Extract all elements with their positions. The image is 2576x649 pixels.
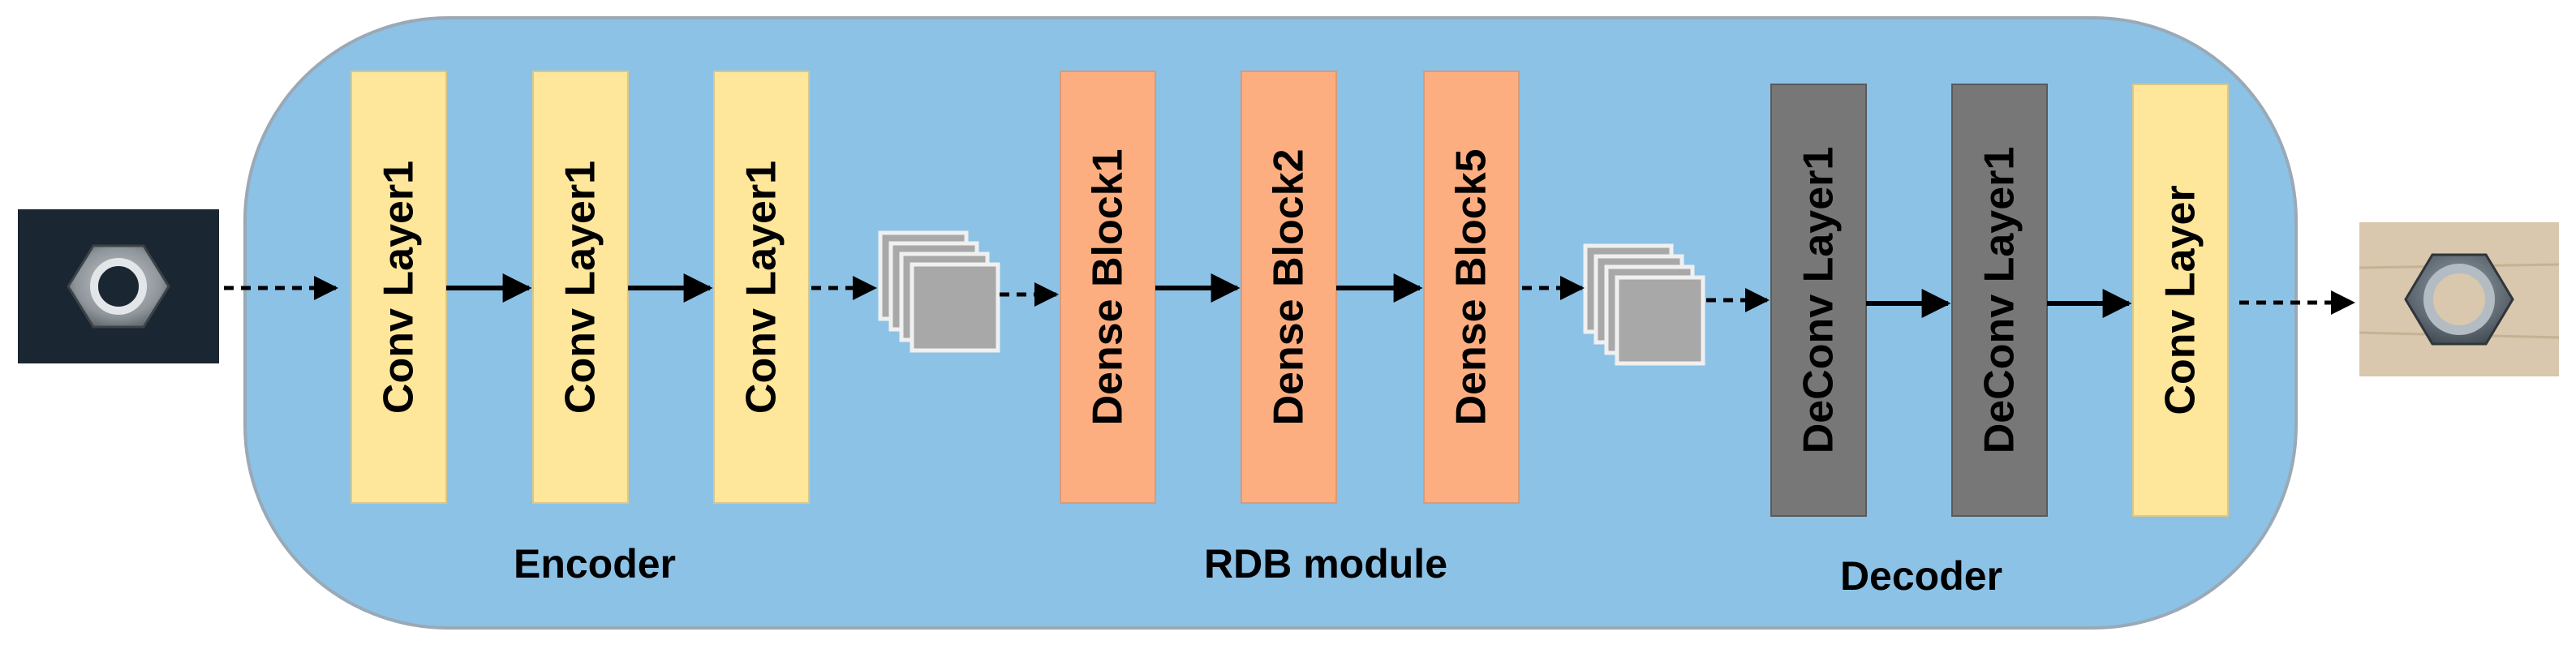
dense-block-2: Dense Block2 (1241, 71, 1337, 504)
conv-layer-1-block: Conv Layer1 (350, 71, 447, 504)
dense-block-1: Dense Block1 (1060, 71, 1156, 504)
deconv-layer-1-label: DeConv Layer1 (1795, 147, 1843, 454)
hex-nut-wood-icon (2404, 253, 2514, 346)
conv-layer-3-block: Conv Layer1 (713, 71, 810, 504)
rdb-module-label: RDB module (1204, 541, 1447, 587)
feature-map-stack-icon (878, 230, 1000, 353)
conv-output-label: Conv Layer (2157, 185, 2204, 415)
dense-block-1-label: Dense Block1 (1085, 148, 1132, 425)
solid-arrows (446, 273, 2132, 318)
deconv-layer-2-label: DeConv Layer1 (1976, 147, 2023, 454)
deconv-layer-1-block: DeConv Layer1 (1770, 84, 1867, 517)
dashed-arrows (224, 276, 2355, 315)
encoder-label: Encoder (514, 541, 676, 587)
output-image (2359, 222, 2560, 376)
hex-nut-dark-icon (67, 244, 170, 329)
conv-layer-3-label: Conv Layer1 (738, 161, 785, 414)
input-image (18, 209, 219, 363)
conv-layer-2-label: Conv Layer1 (557, 161, 604, 414)
dense-block-5: Dense Block5 (1423, 71, 1520, 504)
deconv-layer-2-block: DeConv Layer1 (1951, 84, 2048, 517)
conv-layer-1-label: Conv Layer1 (376, 161, 423, 414)
conv-output-block: Conv Layer (2132, 84, 2229, 517)
dense-block-2-label: Dense Block2 (1266, 148, 1313, 425)
dense-block-5-label: Dense Block5 (1448, 148, 1495, 425)
conv-layer-2-block: Conv Layer1 (532, 71, 629, 504)
feature-map-stack-icon (1583, 243, 1705, 366)
decoder-label: Decoder (1840, 553, 2002, 599)
